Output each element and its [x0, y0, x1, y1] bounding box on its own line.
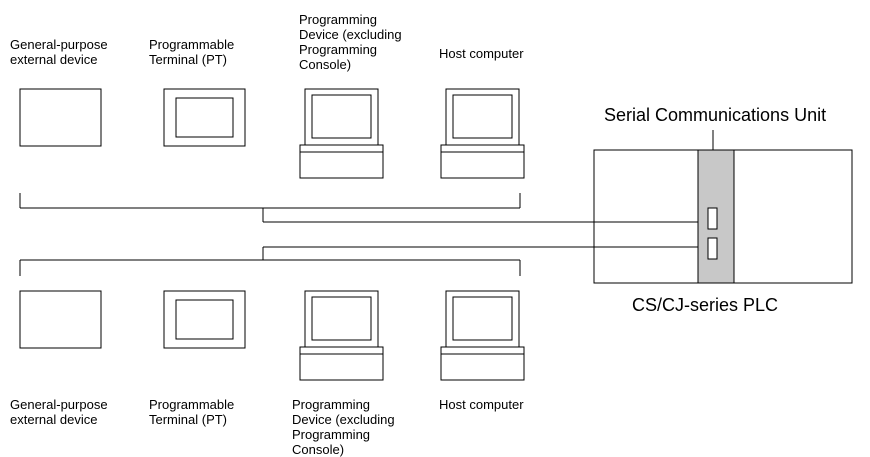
- bottom-host-computer-label: Host computer: [439, 397, 524, 412]
- bottom-general-device-icon: [19, 290, 102, 349]
- top-general-device-label: General-purpose external device: [10, 37, 108, 67]
- top-programming-device-icon: [299, 88, 384, 179]
- bottom-programming-device-icon: [299, 290, 384, 381]
- top-host-computer-label: Host computer: [439, 46, 524, 61]
- bottom-host-computer-icon: [440, 290, 525, 381]
- top-programming-device-label: Programming Device (excluding Programmin…: [299, 12, 402, 72]
- bottom-bus-line: [19, 246, 708, 276]
- top-host-computer-icon: [440, 88, 525, 179]
- top-bus-line: [19, 193, 708, 223]
- port-1: [707, 207, 718, 230]
- bottom-programming-device-label: Programming Device (excluding Programmin…: [292, 397, 395, 457]
- top-pt-label: Programmable Terminal (PT): [149, 37, 235, 67]
- port-2: [707, 237, 718, 260]
- plc-label: CS/CJ-series PLC: [632, 295, 779, 315]
- bottom-pt-icon: [163, 290, 246, 349]
- top-general-device-icon: [19, 88, 102, 147]
- bottom-general-device-label: General-purpose external device: [10, 397, 108, 427]
- bottom-pt-label: Programmable Terminal (PT): [149, 397, 235, 427]
- serial-communications-unit: [697, 130, 735, 284]
- serial-communications-unit-label: Serial Communications Unit: [604, 105, 827, 125]
- top-pt-icon: [163, 88, 246, 147]
